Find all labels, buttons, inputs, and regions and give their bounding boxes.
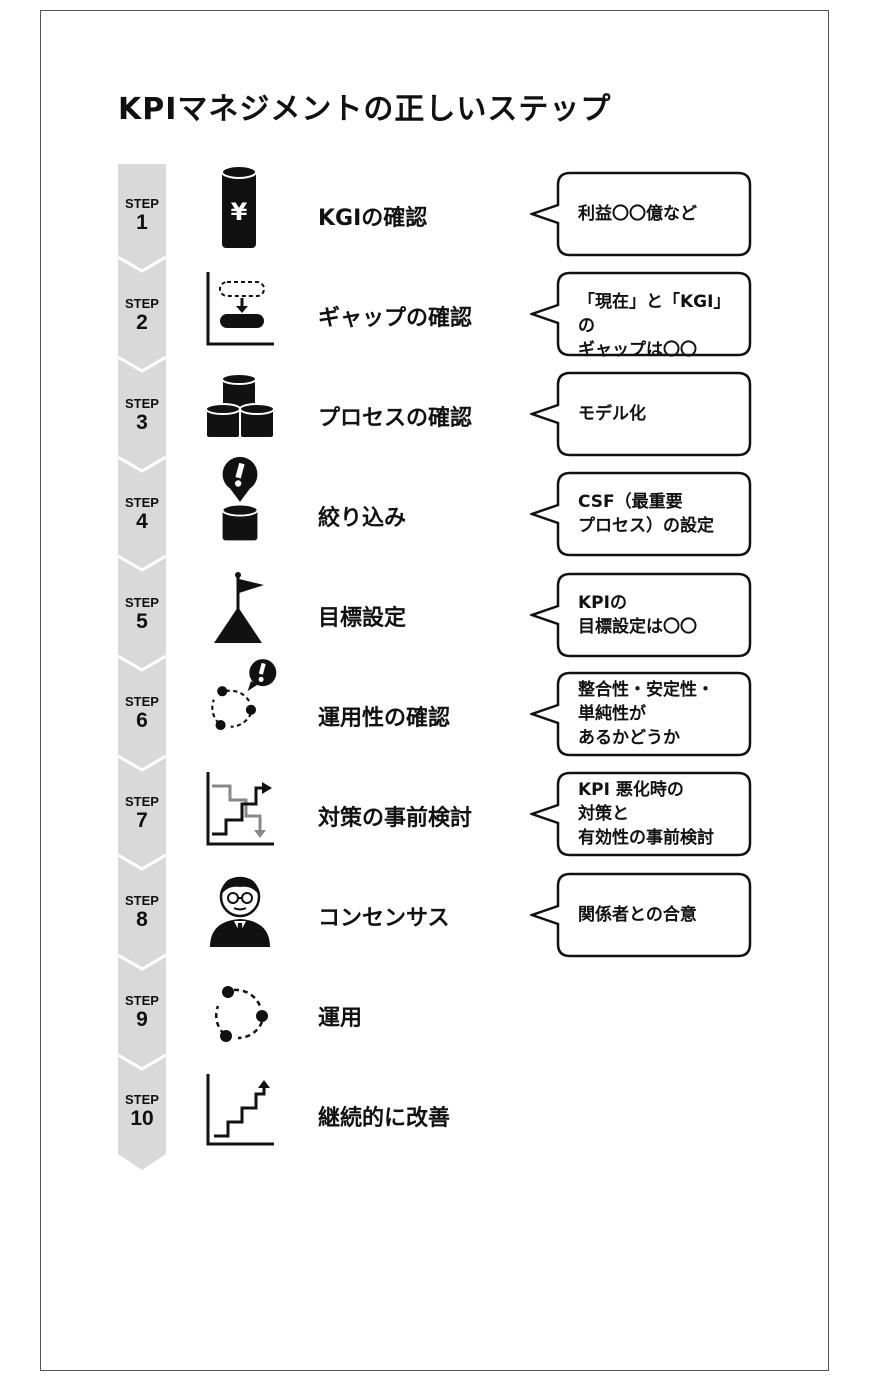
step-number: 5 <box>136 610 148 633</box>
step-arrow <box>118 164 166 1170</box>
callout-bubble <box>530 771 752 857</box>
callout-bubble <box>530 171 752 257</box>
step-word: STEP <box>125 196 159 211</box>
cylinders-stack-icon <box>205 373 275 439</box>
callout-bubble <box>530 572 752 658</box>
stair-up-icon <box>206 1074 274 1146</box>
step-number: 1 <box>136 211 148 234</box>
svg-text:¥: ¥ <box>231 198 248 226</box>
callout-bubble <box>530 271 752 357</box>
page-title: KPIマネジメントの正しいステップ <box>118 92 612 127</box>
callout-bubble <box>530 671 752 757</box>
step-title: 目標設定 <box>318 606 407 631</box>
callout-text: 整合性・安定性・ 単純性が あるかどうか <box>578 680 714 748</box>
cycle-icon <box>215 986 268 1042</box>
businessman-icon <box>210 876 270 947</box>
step-badge-6: STEP 6 <box>118 695 166 733</box>
step-number: 6 <box>136 709 148 732</box>
step-badge-8: STEP 8 <box>118 894 166 932</box>
step-word: STEP <box>125 893 159 908</box>
step-word: STEP <box>125 993 159 1008</box>
step-number: 10 <box>130 1107 154 1130</box>
callout-text: 「現在」と「KGI」の ギャップは〇〇 <box>578 292 731 360</box>
callout-text: KPIの 目標設定は〇〇 <box>578 593 697 637</box>
step-title: ギャップの確認 <box>318 306 473 331</box>
step-badge-3: STEP 3 <box>118 397 166 435</box>
flag-mountain-icon <box>214 572 264 643</box>
step-word: STEP <box>125 296 159 311</box>
step-number: 4 <box>136 510 148 533</box>
step-number: 8 <box>136 908 148 931</box>
step-badge-2: STEP 2 <box>118 297 166 335</box>
step-title: 運用性の確認 <box>318 706 451 731</box>
step-badge-5: STEP 5 <box>118 596 166 634</box>
step-title: コンセンサス <box>318 906 450 931</box>
step-number: 2 <box>136 311 148 334</box>
step-number: 7 <box>136 809 148 832</box>
step-word: STEP <box>125 694 159 709</box>
funnel-alert-icon <box>221 456 259 541</box>
step-title: 絞り込み <box>318 506 407 531</box>
step-word: STEP <box>125 1092 159 1107</box>
callout-text: KPI 悪化時の 対策と 有効性の事前検討 <box>578 780 714 848</box>
step-title: 運用 <box>318 1006 363 1031</box>
page-frame <box>40 10 829 1371</box>
callout-bubble <box>530 471 752 557</box>
step-badge-10: STEP 10 <box>118 1093 166 1131</box>
step-title: プロセスの確認 <box>318 406 473 431</box>
callout-text: 利益〇〇億など <box>578 204 697 224</box>
step-title: KGIの確認 <box>318 206 428 231</box>
step-word: STEP <box>125 396 159 411</box>
callout-text: CSF（最重要 プロセス）の設定 <box>578 492 714 536</box>
stair-chart-arrows-icon <box>206 772 274 846</box>
callout-text: モデル化 <box>578 404 646 424</box>
callout-bubble <box>530 872 752 958</box>
step-badge-9: STEP 9 <box>118 994 166 1032</box>
step-word: STEP <box>125 794 159 809</box>
gap-icon <box>206 272 274 346</box>
callout-bubble <box>530 371 752 457</box>
yen-cylinder-icon: ¥ <box>221 165 257 248</box>
step-badge-4: STEP 4 <box>118 496 166 534</box>
step-word: STEP <box>125 495 159 510</box>
step-badge-7: STEP 7 <box>118 795 166 833</box>
callout-text: 関係者との合意 <box>578 905 697 925</box>
cycle-alert-icon <box>211 659 277 731</box>
step-badge-1: STEP 1 <box>118 197 166 235</box>
step-number: 3 <box>136 411 148 434</box>
step-word: STEP <box>125 595 159 610</box>
step-number: 9 <box>136 1008 148 1031</box>
step-title: 対策の事前検討 <box>318 806 473 831</box>
step-title: 継続的に改善 <box>318 1106 451 1131</box>
